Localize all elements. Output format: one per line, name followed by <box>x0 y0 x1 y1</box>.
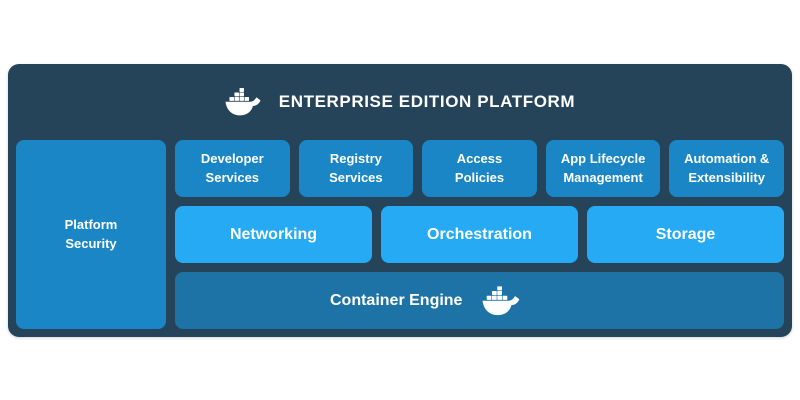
orchestration-box: Orchestration <box>381 206 578 263</box>
app-lifecycle-management-label: App Lifecycle Management <box>560 151 646 185</box>
automation-extensibility-label: Automation & Extensibility <box>684 151 770 185</box>
container-engine-label: Container Engine <box>330 291 463 309</box>
storage-label: Storage <box>655 225 716 243</box>
networking-box: Networking <box>175 206 372 263</box>
storage-box: Storage <box>587 206 784 263</box>
container-engine-box: Container Engine <box>175 272 784 329</box>
platform-body: Platform Security Developer Services Reg… <box>16 140 784 329</box>
services-row: Developer Services Registry Services Acc… <box>175 140 784 197</box>
developer-services-box: Developer Services <box>175 140 290 197</box>
access-policies-box: Access Policies <box>422 140 537 197</box>
networking-label: Networking <box>229 225 318 243</box>
platform-header: ENTERPRISE EDITION PLATFORM <box>16 64 784 140</box>
orchestration-label: Orchestration <box>427 225 532 243</box>
platform-security-label: Platform Security <box>64 217 118 251</box>
infrastructure-row: Networking Orchestration Storage <box>175 206 784 263</box>
developer-services-label: Developer Services <box>200 151 264 185</box>
docker-whale-icon <box>225 88 263 116</box>
app-lifecycle-management-box: App Lifecycle Management <box>545 140 661 197</box>
platform-title: ENTERPRISE EDITION PLATFORM <box>278 92 576 111</box>
enterprise-platform-container: ENTERPRISE EDITION PLATFORM Platform Sec… <box>8 64 792 337</box>
registry-services-label: Registry Services <box>329 151 383 185</box>
platform-security-box: Platform Security <box>16 140 166 329</box>
docker-whale-icon <box>482 286 522 316</box>
automation-extensibility-box: Automation & Extensibility <box>669 140 784 197</box>
platform-grid: Developer Services Registry Services Acc… <box>175 140 784 329</box>
engine-row: Container Engine <box>175 272 784 329</box>
registry-services-box: Registry Services <box>298 140 414 197</box>
access-policies-label: Access Policies <box>454 151 505 185</box>
